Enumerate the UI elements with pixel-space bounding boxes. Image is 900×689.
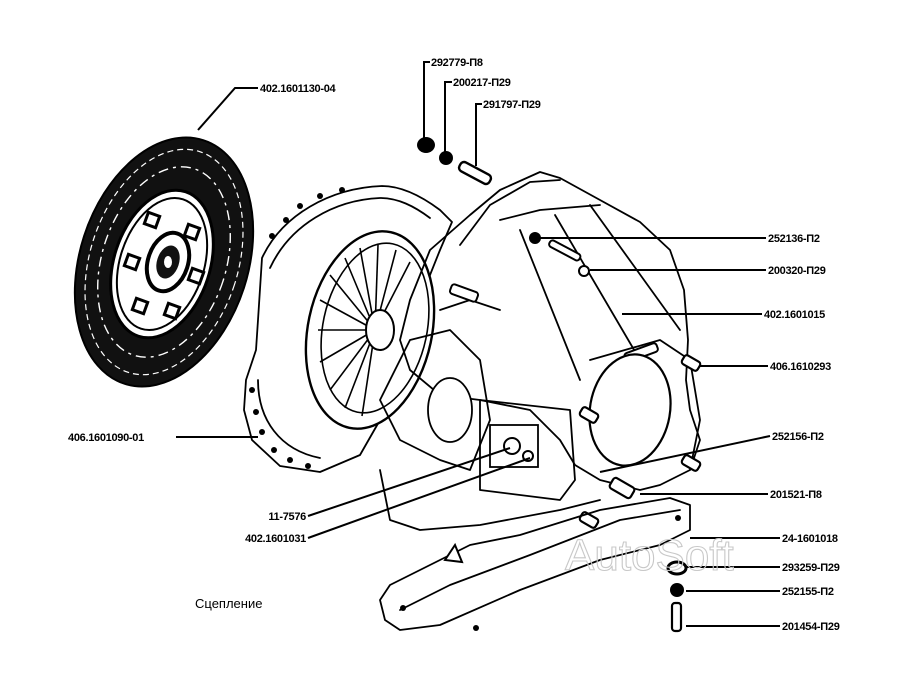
label-stud-right: 406.1610293 [770, 361, 831, 373]
label-clutch-housing: 402.1601015 [764, 309, 825, 321]
label-washer-bottom-1: 293259-П29 [782, 562, 840, 574]
clutch-disc-drawing[interactable] [45, 114, 284, 409]
label-nut-right: 201521-П8 [770, 489, 822, 501]
watermark: AutoSoft [565, 531, 734, 580]
label-washer-bottom-2: 252155-П2 [782, 586, 834, 598]
loose-parts [417, 137, 688, 633]
label-housing-cover: 24-1601018 [782, 533, 838, 545]
clutch-housing-drawing[interactable] [379, 171, 702, 529]
label-washer-right: 252156-П2 [772, 431, 824, 443]
pressure-plate-drawing[interactable] [243, 185, 453, 473]
label-stud-top: 291797-П29 [483, 99, 541, 111]
leader-lines [176, 61, 780, 627]
label-bolt-bottom: 201454-П29 [782, 621, 840, 633]
label-clutch-disc: 402.1601130-04 [260, 83, 337, 95]
diagram-title: Сцепление [195, 596, 262, 611]
label-washer-upper-right: 252136-П2 [768, 233, 820, 245]
housing-cover-drawing[interactable] [379, 469, 691, 631]
label-bolt-upper-right: 200320-П29 [768, 265, 826, 277]
label-washer-top: 200217-П29 [453, 77, 511, 89]
label-nut-top: 292779-П8 [431, 57, 483, 69]
label-pressure-plate: 406.1601090-01 [68, 432, 144, 444]
label-plug: 11-7576 [268, 511, 306, 523]
label-guide-sleeve: 402.1601031 [245, 533, 306, 545]
